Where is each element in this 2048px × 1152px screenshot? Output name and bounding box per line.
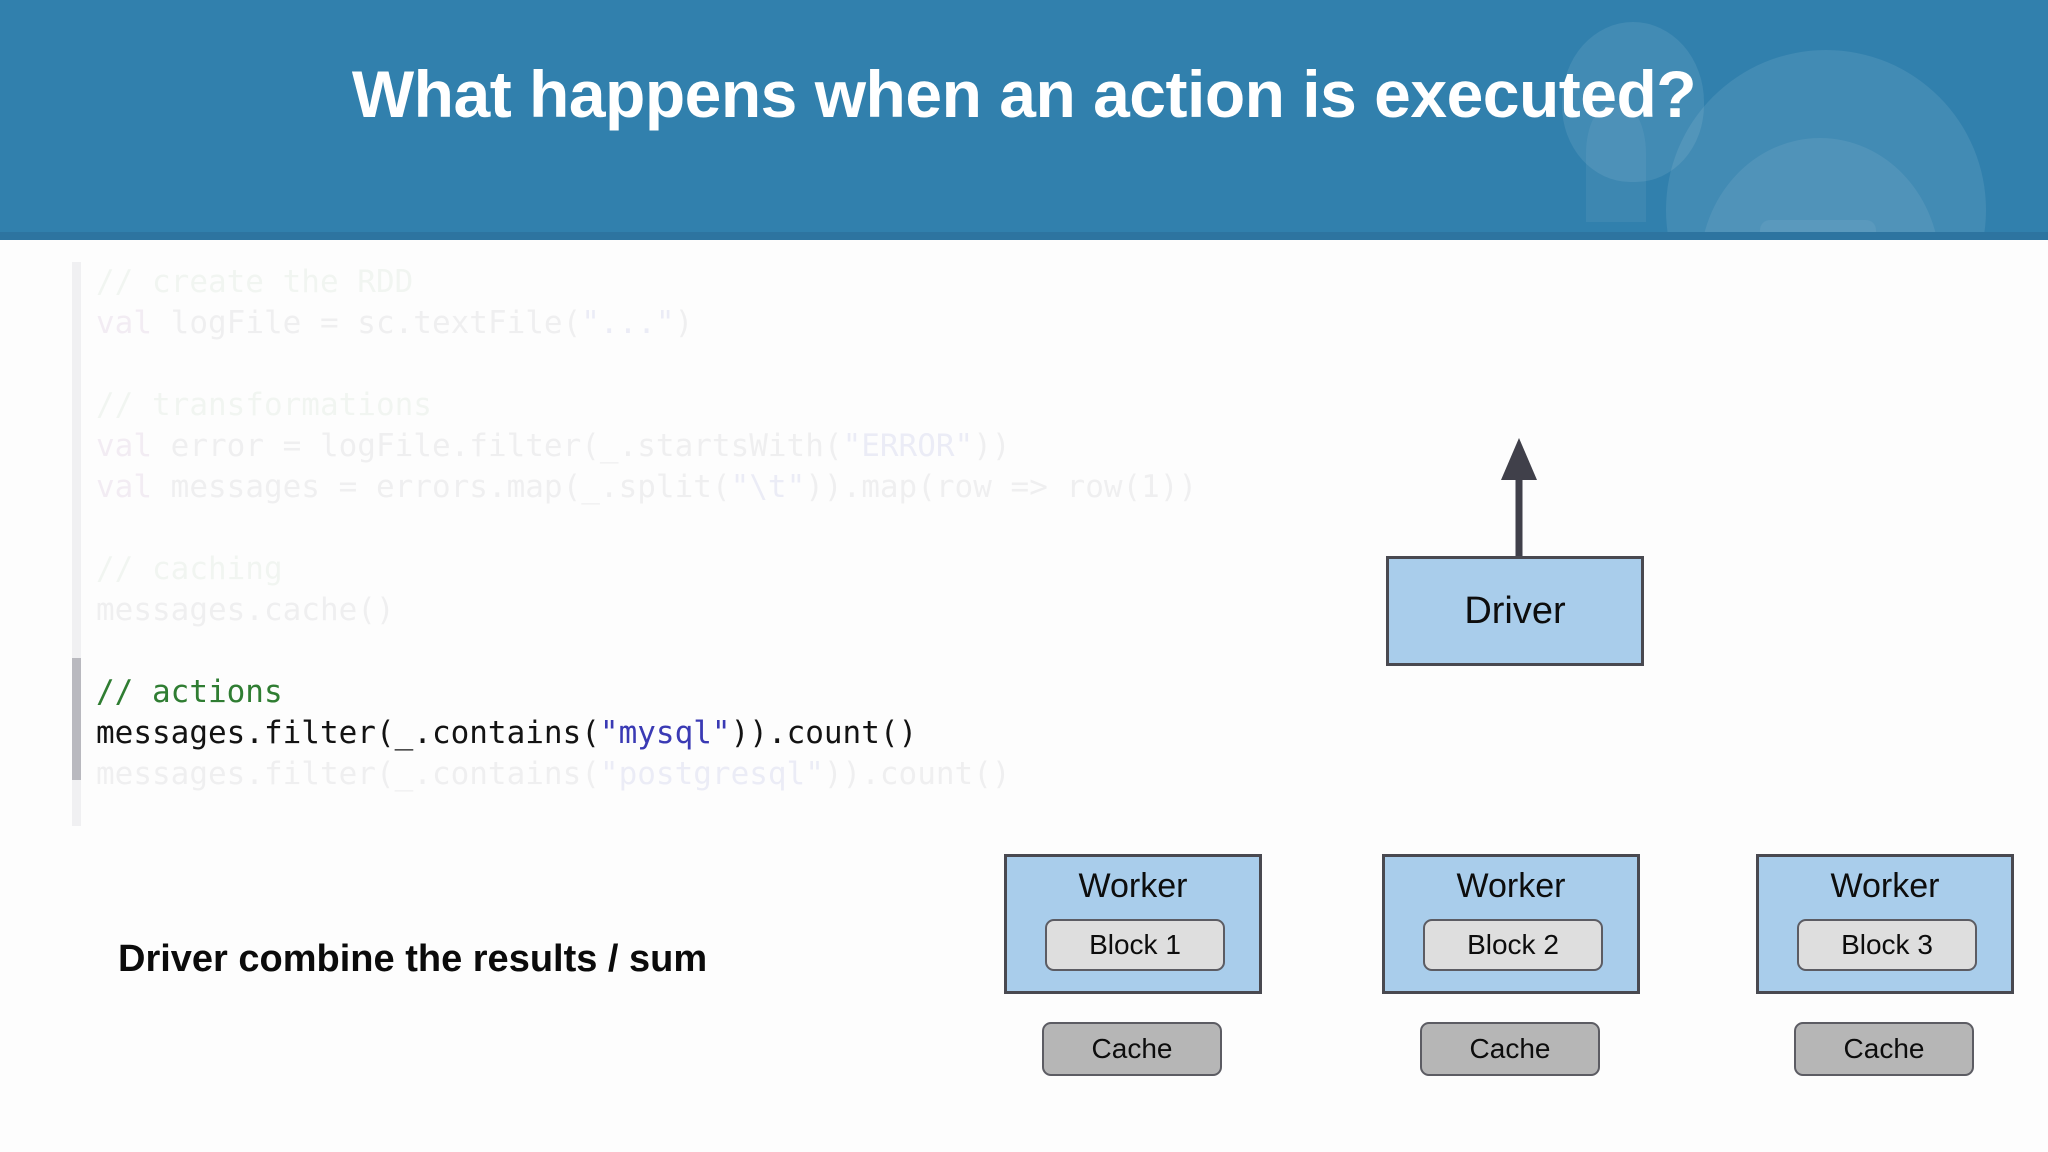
cache-chip-1[interactable]: Cache [1042, 1022, 1222, 1076]
worker-label-1: Worker [1078, 867, 1188, 905]
code-gutter-bar [72, 262, 81, 826]
cache-chip-3[interactable]: Cache [1794, 1022, 1974, 1076]
block-chip-3[interactable]: Block 3 [1797, 919, 1977, 971]
code-line: messages.filter(_.contains("mysql")).cou… [96, 715, 918, 751]
header-underline [0, 232, 2048, 240]
code-line: // actions [96, 674, 283, 710]
driver-label: Driver [1464, 589, 1566, 632]
worker-node-1[interactable]: Worker Block 1 [1004, 854, 1262, 994]
result-arrow [1484, 436, 1554, 558]
decorative-shape-large-inner [1700, 138, 1940, 240]
caption-text: Driver combine the results / sum [118, 938, 708, 980]
code-line: val logFile = sc.textFile("...") [96, 305, 694, 341]
block-chip-2[interactable]: Block 2 [1423, 919, 1603, 971]
worker-node-2[interactable]: Worker Block 2 [1382, 854, 1640, 994]
code-line: val error = logFile.filter(_.startsWith(… [96, 428, 1011, 464]
driver-node[interactable]: Driver [1386, 556, 1644, 666]
block-chip-1[interactable]: Block 1 [1045, 919, 1225, 971]
worker-label-2: Worker [1456, 867, 1566, 905]
code-gutter-active-marker [72, 658, 81, 780]
code-line: messages.cache() [96, 592, 395, 628]
code-line: val messages = errors.map(_.split("\t"))… [96, 469, 1198, 505]
cache-chip-2[interactable]: Cache [1420, 1022, 1600, 1076]
code-line [96, 508, 1197, 549]
result-arrow-icon [1501, 438, 1537, 558]
code-line [96, 344, 1197, 385]
worker-node-3[interactable]: Worker Block 3 [1756, 854, 2014, 994]
code-line: // create the RDD [96, 264, 414, 300]
worker-label-3: Worker [1830, 867, 1940, 905]
code-line [96, 631, 1197, 672]
code-lines: // create the RDD val logFile = sc.textFi… [96, 262, 1197, 795]
code-line: // caching [96, 551, 283, 587]
page-title: What happens when an action is executed? [351, 57, 1697, 131]
code-line: messages.filter(_.contains("postgresql")… [96, 756, 1011, 792]
code-block: // create the RDD val logFile = sc.textFi… [72, 262, 1332, 826]
code-line: // transformations [96, 387, 432, 423]
